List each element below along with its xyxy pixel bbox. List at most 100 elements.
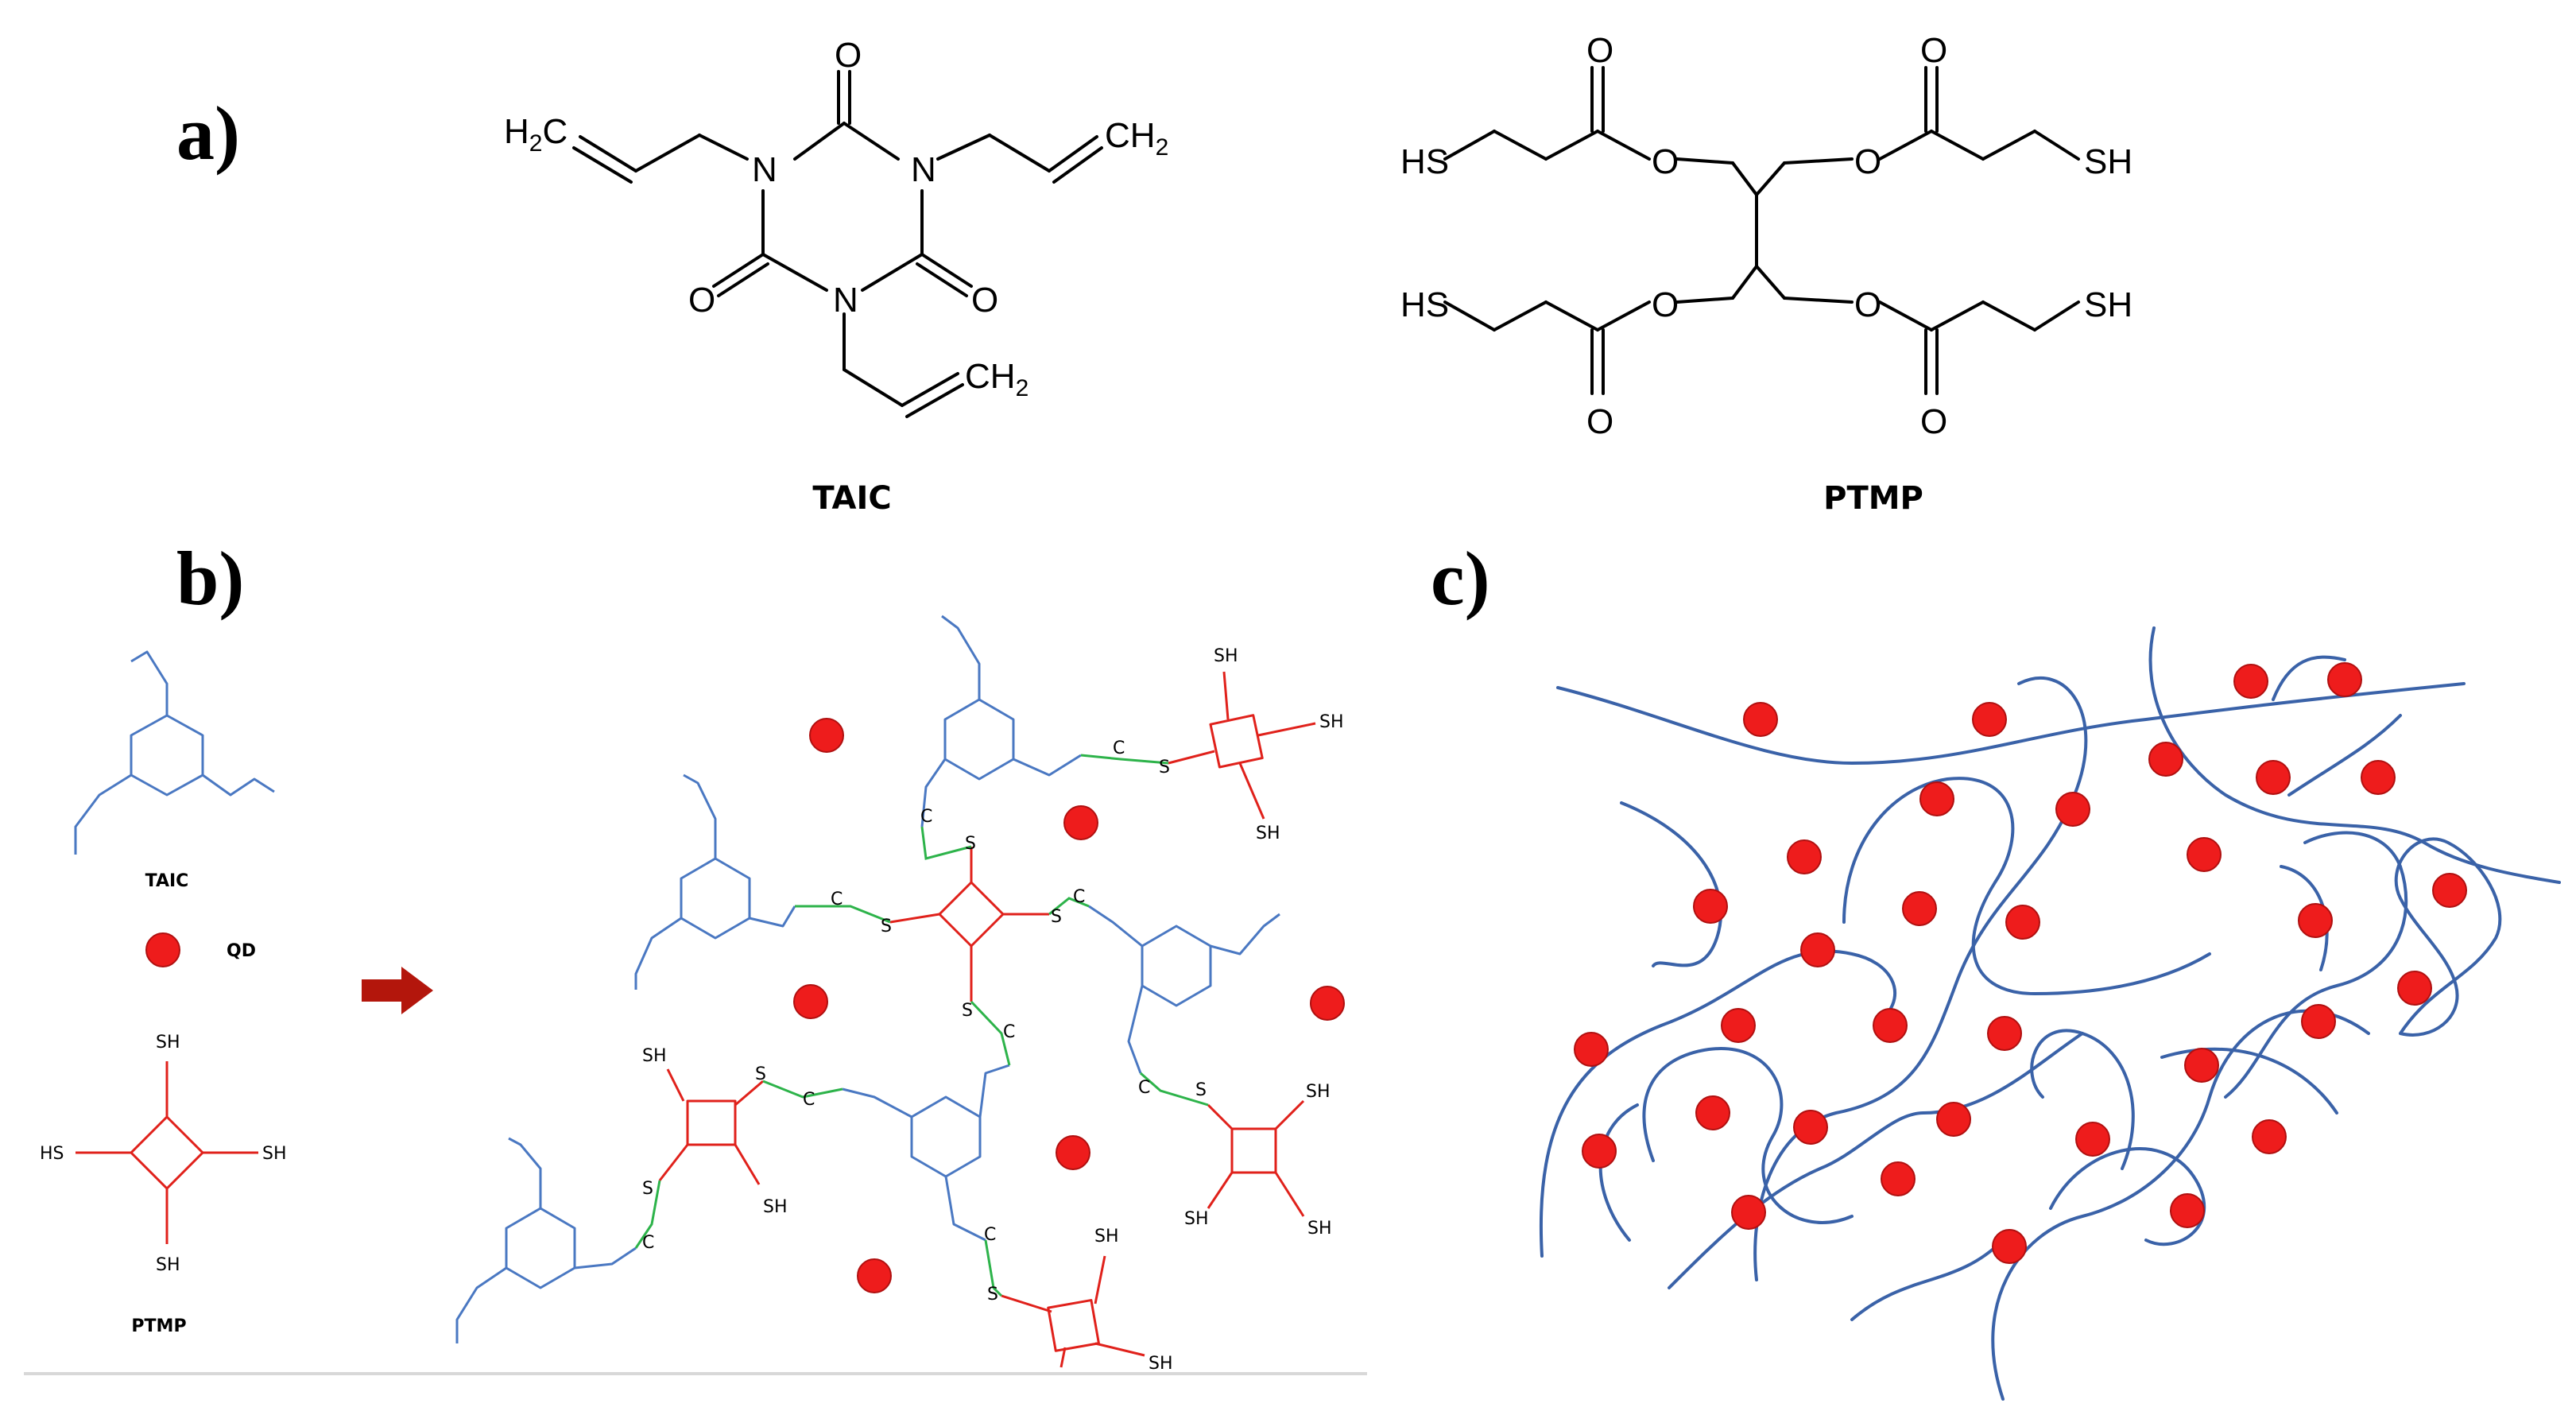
atom-c: C	[984, 1225, 996, 1245]
atom-s: S	[881, 917, 892, 936]
qd-dot	[1992, 1229, 2027, 1264]
crosslinked-network: C S C S C S S C S C C S S C S C C S SH S…	[455, 614, 1345, 1374]
ptmp-hs-1: HS	[1400, 142, 1449, 181]
qd-dot	[2327, 662, 2362, 697]
qd-dot	[1987, 1016, 2022, 1051]
ptmp-o-7: O	[1586, 402, 1613, 441]
ptmp-sh-1: SH	[2084, 142, 2132, 181]
atom-s: S	[987, 1285, 998, 1305]
taic-ch2-right: CH2	[1105, 116, 1168, 161]
ptmp-o-4: O	[1854, 285, 1881, 324]
ptmp-o-2: O	[1854, 142, 1881, 181]
atom-s: S	[755, 1064, 766, 1084]
qd-dot	[1800, 932, 1835, 967]
qd-dot	[1972, 702, 2007, 737]
taic-n-right: N	[911, 150, 936, 189]
atom-s: S	[1159, 758, 1170, 777]
qd-dot	[1063, 805, 1098, 840]
qd-dot	[2301, 1004, 2336, 1039]
qd-dot	[2233, 664, 2268, 699]
qd-dot	[2055, 792, 2090, 827]
atom-s: S	[1051, 907, 1062, 927]
atom-s: S	[962, 1001, 973, 1021]
qd-dot	[1787, 839, 1822, 874]
taic-ch2-bottom: CH2	[965, 357, 1028, 401]
legend-qd-dot	[145, 932, 180, 967]
qd-dot	[857, 1258, 892, 1293]
qd-dot	[2256, 760, 2291, 795]
atom-c: C	[1138, 1078, 1150, 1098]
sh-label: SH	[1256, 824, 1280, 843]
qd-dot	[2432, 873, 2467, 908]
qd-dot	[2361, 760, 2396, 795]
panel-c-label: c)	[1431, 536, 1490, 621]
sh-label: SH	[1214, 646, 1238, 666]
qd-dot	[1936, 1102, 1971, 1137]
legend-qd-caption: QD	[227, 941, 256, 961]
legend-ptmp-sh-right: SH	[262, 1144, 287, 1164]
qd-dot	[1582, 1134, 1617, 1169]
atom-c: C	[1113, 739, 1125, 758]
qd-dot	[2170, 1193, 2205, 1228]
ptmp-o-6: O	[1920, 31, 1947, 70]
taic-structure: O O O N N N H2C CH2 CH2	[504, 36, 1168, 418]
qd-dot	[793, 984, 828, 1019]
qd-dot	[2005, 905, 2040, 940]
qd-dot	[1793, 1110, 1828, 1145]
atom-c: C	[642, 1233, 654, 1253]
qd-dot	[1693, 889, 1728, 924]
atom-c: C	[1003, 1022, 1015, 1042]
qd-dot	[1574, 1032, 1609, 1067]
panel-a-label: a)	[176, 91, 240, 176]
qd-dots	[1574, 662, 2467, 1264]
taic-o-left: O	[688, 281, 715, 320]
atom-s: S	[642, 1179, 653, 1199]
qd-dot	[2298, 903, 2333, 938]
legend-ptmp-caption: PTMP	[131, 1316, 186, 1336]
right-arrow-icon	[362, 967, 433, 1014]
qd-dot	[2397, 971, 2432, 1006]
ptmp-o-3: O	[1652, 285, 1679, 324]
legend-ptmp-sh-top: SH	[156, 1033, 180, 1053]
legend-ptmp-hs-left: HS	[40, 1144, 64, 1164]
ptmp-o-8: O	[1920, 402, 1947, 441]
atom-c: C	[803, 1090, 815, 1110]
taic-n-bottom: N	[833, 281, 858, 320]
qd-dot	[1731, 1195, 1766, 1230]
atom-c: C	[1073, 887, 1085, 907]
sh-label: SH	[1319, 712, 1344, 732]
ptmp-sh-2: SH	[2084, 285, 2132, 324]
ptmp-o-5: O	[1586, 31, 1613, 70]
panel-b-label: b)	[176, 536, 244, 621]
qd-dot	[1881, 1161, 1916, 1196]
sh-label: SH	[1094, 1227, 1119, 1246]
legend-taic-caption: TAIC	[145, 871, 189, 891]
taic-n-left: N	[752, 150, 777, 189]
ptmp-hs-2: HS	[1400, 285, 1449, 324]
atom-s: S	[1195, 1080, 1207, 1100]
qd-dot	[1902, 891, 1937, 926]
legend-taic-structure	[74, 650, 275, 855]
panel-c: c)	[1431, 536, 2561, 1401]
qd-dot	[1743, 702, 1778, 737]
qd-dot	[809, 718, 844, 753]
ptmp-structure: HS HS SH SH O O O O O O O O	[1400, 31, 2132, 441]
sh-label: SH	[1149, 1354, 1173, 1374]
polymer-network	[1540, 626, 2561, 1401]
ptmp-caption: PTMP	[1823, 480, 1923, 517]
sh-label: SH	[642, 1046, 667, 1066]
qd-dot	[2187, 837, 2222, 872]
atom-s: S	[965, 834, 976, 854]
sh-label: SH	[1307, 1219, 1332, 1239]
qd-dot	[2252, 1119, 2287, 1154]
qd-dot	[1721, 1008, 1756, 1043]
qd-dot	[2184, 1048, 2219, 1083]
taic-o-top: O	[835, 36, 862, 75]
panel-b: b) TAIC QD SH SH HS SH PTMP	[24, 536, 1367, 1375]
taic-caption: TAIC	[812, 480, 891, 517]
qd-dot	[2148, 742, 2183, 777]
ptmp-o-1: O	[1652, 142, 1679, 181]
legend-ptmp-structure	[76, 1061, 258, 1244]
sh-label: SH	[763, 1197, 788, 1217]
